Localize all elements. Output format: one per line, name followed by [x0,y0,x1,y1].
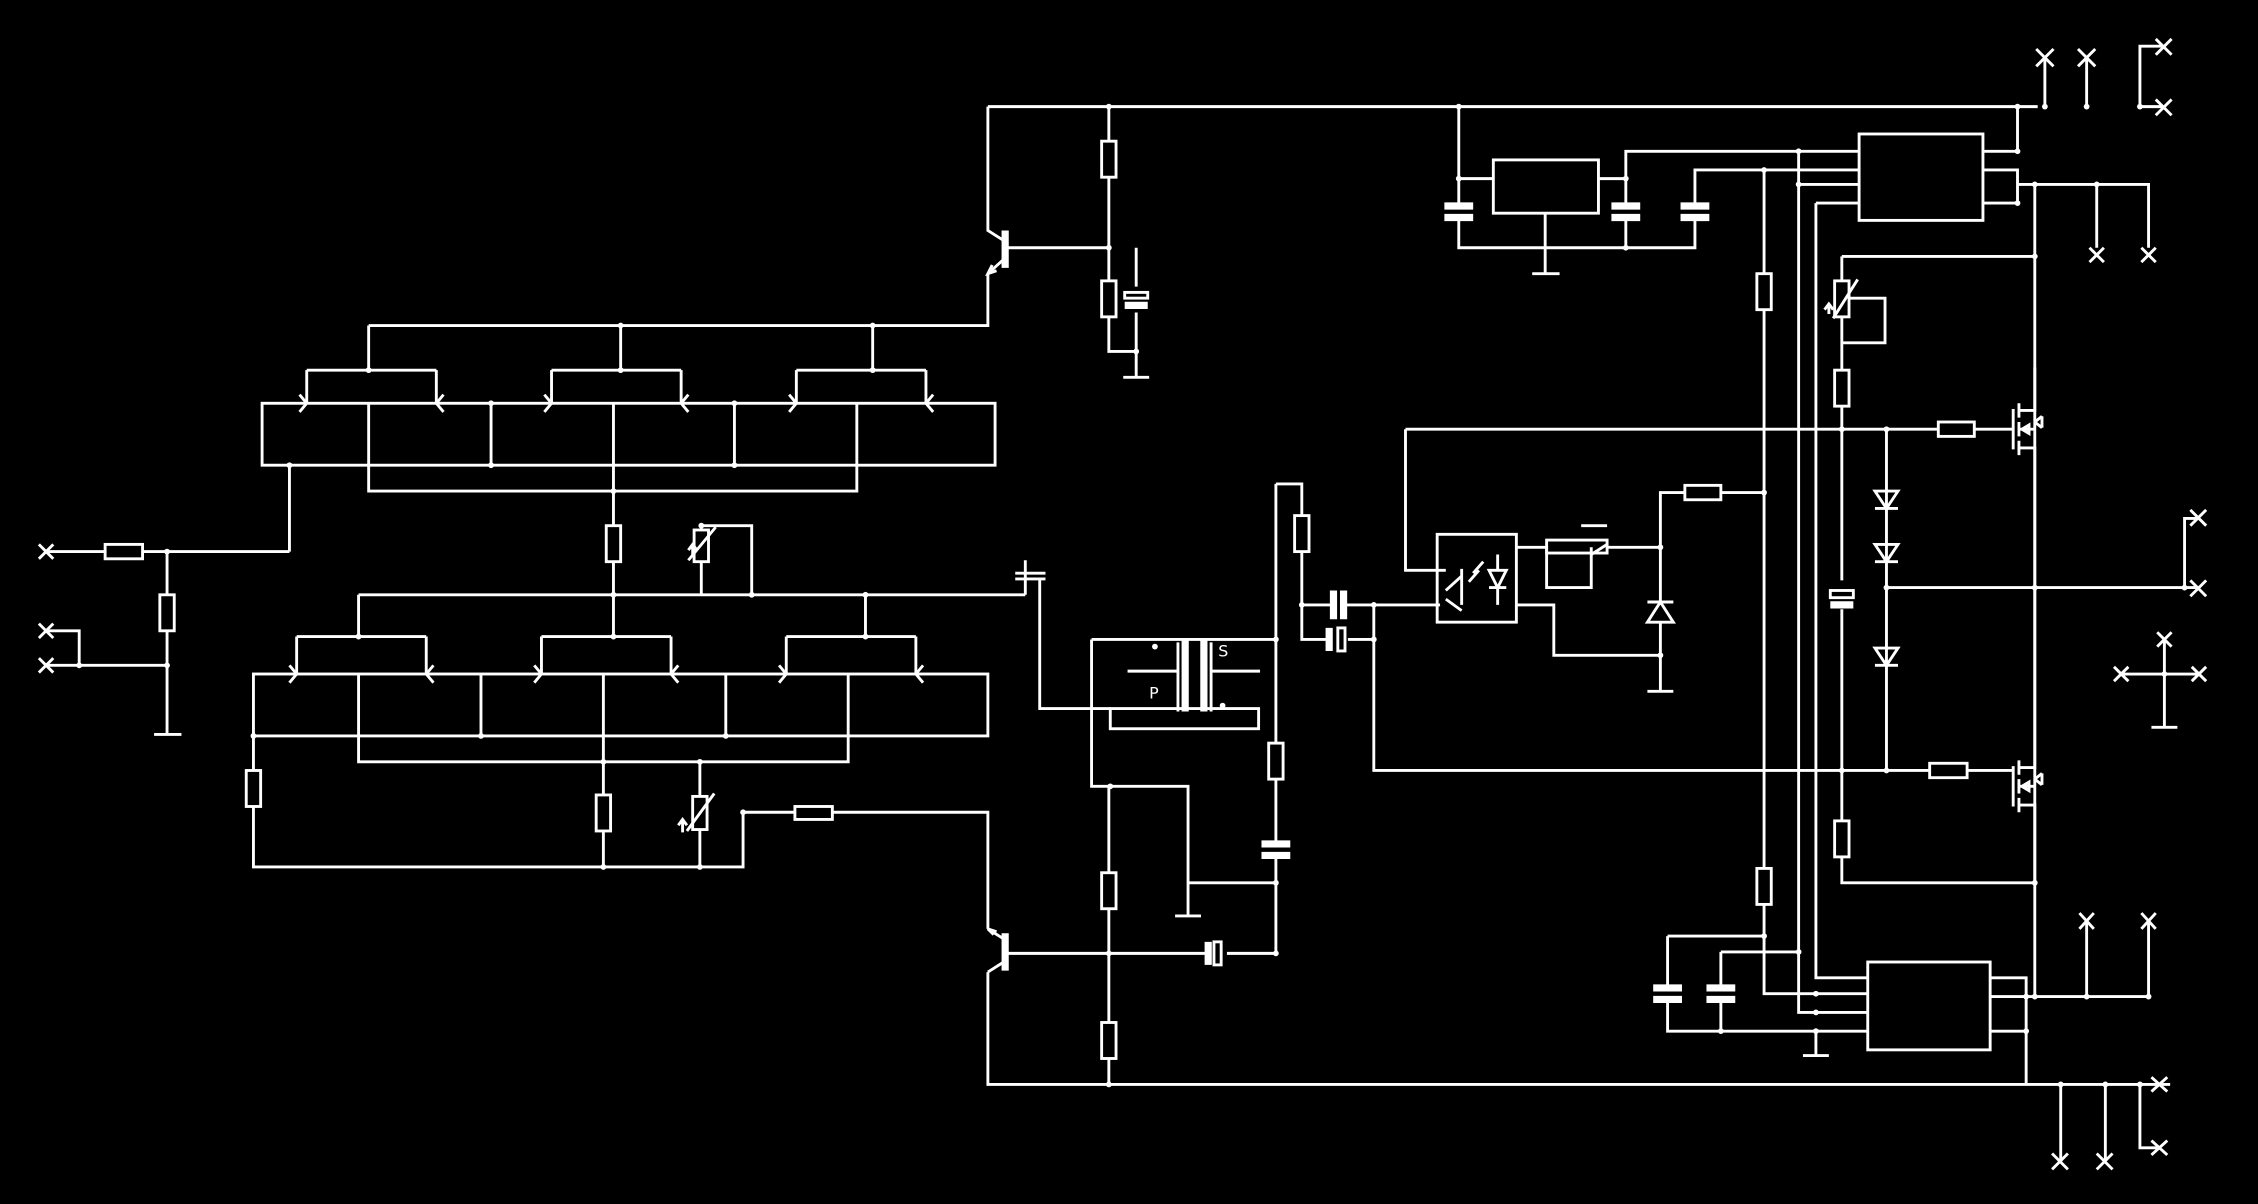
middle-bias-network [357,488,1026,637]
top-voltage-regulator [1444,103,1860,276]
transformer-secondary-label: S [1218,642,1228,661]
optocoupler-feedback [1404,429,1767,693]
bottom-driver-ic [1653,921,2152,1085]
upper-transistor-stage [985,103,2038,379]
upper-rectifier-array [260,273,997,552]
lower-transistor-stage [986,786,2171,1088]
top-driver-ic [1755,103,2150,997]
input-terminals [37,542,290,736]
lower-rectifier-array [250,633,990,765]
output-mosfet-bridge [1405,253,2185,886]
output-terminals [2035,37,2208,1171]
secondary-coupling-network [1188,482,1930,957]
transformer: P S [1015,560,1279,918]
transformer-primary-label: P [1149,683,1159,702]
lower-bias-network [244,735,990,929]
